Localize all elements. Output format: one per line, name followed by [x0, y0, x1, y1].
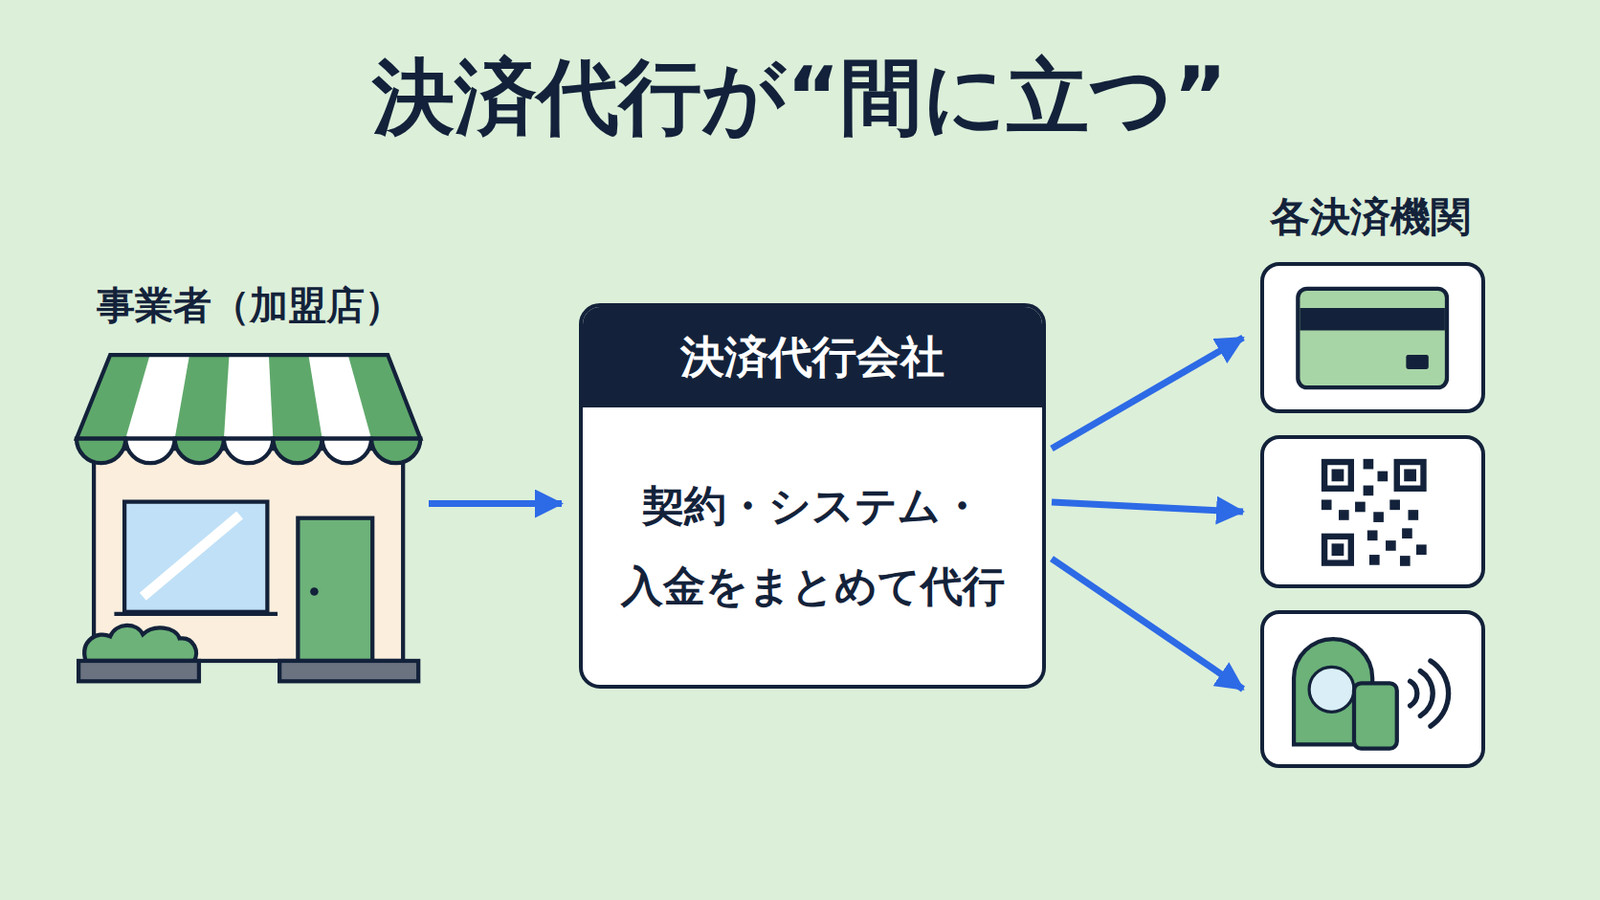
store-illustration-part: [272, 439, 322, 465]
card-icon-part: [1299, 308, 1445, 331]
store-illustration-part: [322, 439, 372, 465]
store-illustration-part: [310, 587, 319, 597]
flow-arrow: [428, 500, 562, 508]
card-icon-part: [1297, 288, 1447, 388]
store-illustration-part: [175, 439, 224, 465]
contactless-icon-part: [1430, 661, 1449, 727]
qr-icon-part: [1338, 510, 1350, 521]
store-illustration-part: [84, 625, 197, 662]
group-label: 各決済機関: [1269, 193, 1471, 242]
card-icon: [1297, 288, 1447, 388]
store-illustration-part-part: [268, 355, 323, 439]
node-heading: 事業者（加盟店）: [96, 282, 403, 329]
store-illustration-part: [76, 355, 421, 439]
qr-icon-part: [1403, 468, 1417, 482]
qr-icon: [1321, 459, 1427, 567]
qr-icon-part: [1389, 499, 1400, 511]
qr-icon-part: [1373, 511, 1384, 523]
store-illustration-part: [371, 439, 421, 465]
qr-icon-part: [1401, 528, 1413, 539]
store-illustration-part: [279, 661, 419, 682]
contactless-icon: [1293, 639, 1449, 750]
qr-icon-part: [1324, 536, 1352, 564]
store-illustration-part: [76, 439, 126, 465]
qr-icon-part: [1397, 462, 1424, 489]
contactless-icon-part: [1420, 671, 1433, 717]
method-box-grounds: [1262, 264, 1483, 767]
method-box: [1260, 435, 1486, 589]
qr-icon-part: [1363, 486, 1375, 497]
store-node: 事業者（加盟店）: [76, 355, 423, 686]
box-body: 契約・システム・ 入金をまとめて代行: [582, 407, 1043, 686]
store-illustration-part: [223, 439, 273, 465]
qr-icon-part: [1324, 462, 1352, 489]
store-illustration: [76, 355, 421, 682]
qr-icon-part: [1377, 471, 1389, 483]
store-illustration-part-part: [175, 355, 230, 439]
store-illustration-part: [78, 661, 200, 682]
flow-arrow: [1051, 337, 1244, 449]
qr-icon-part: [1400, 555, 1411, 567]
illustrations: [76, 264, 1483, 767]
qr-icon-part: [1367, 530, 1378, 541]
contactless-icon-part: [1309, 666, 1355, 712]
qr-icon-part: [1407, 510, 1419, 521]
store-illustration-part: [124, 502, 267, 613]
store-illustration-part: [297, 518, 373, 662]
store-illustration-part: [142, 514, 240, 597]
qr-icon-part: [1363, 459, 1375, 470]
method-box-grounds-part: [1262, 264, 1483, 412]
qr-icon-part: [1355, 502, 1366, 513]
qr-icon-part: [1385, 540, 1397, 552]
qr-icon-part: [1416, 544, 1427, 556]
card-icon-part: [1405, 355, 1428, 370]
method-box-grounds-part: [1262, 437, 1483, 587]
contactless-icon-part: [1410, 681, 1418, 707]
qr-icon-part: [1332, 468, 1345, 482]
contactless-icon-part: [1354, 683, 1398, 749]
method-box-grounds-part: [1262, 612, 1483, 767]
store-illustration-part-part: [348, 355, 422, 439]
diagram-title: 決済代行が“間に立つ”: [0, 47, 1600, 147]
flow-arrow: [1051, 502, 1244, 512]
qr-icon-part: [1332, 543, 1345, 556]
method-box: [1260, 262, 1486, 414]
box-header: 決済代行会社: [582, 307, 1043, 408]
store-illustration-part: [76, 355, 421, 439]
method-box: [1260, 610, 1486, 769]
qr-icon-part: [1321, 499, 1333, 511]
flow-arrow: [1051, 558, 1244, 689]
store-illustration-part-part: [76, 355, 151, 439]
qr-icon-part: [1369, 555, 1380, 566]
store-illustration-part: [125, 439, 175, 465]
process-box: 決済代行会社契約・システム・ 入金をまとめて代行: [578, 303, 1046, 689]
store-illustration-part-part: [76, 355, 421, 439]
store-illustration-part: [113, 612, 278, 617]
